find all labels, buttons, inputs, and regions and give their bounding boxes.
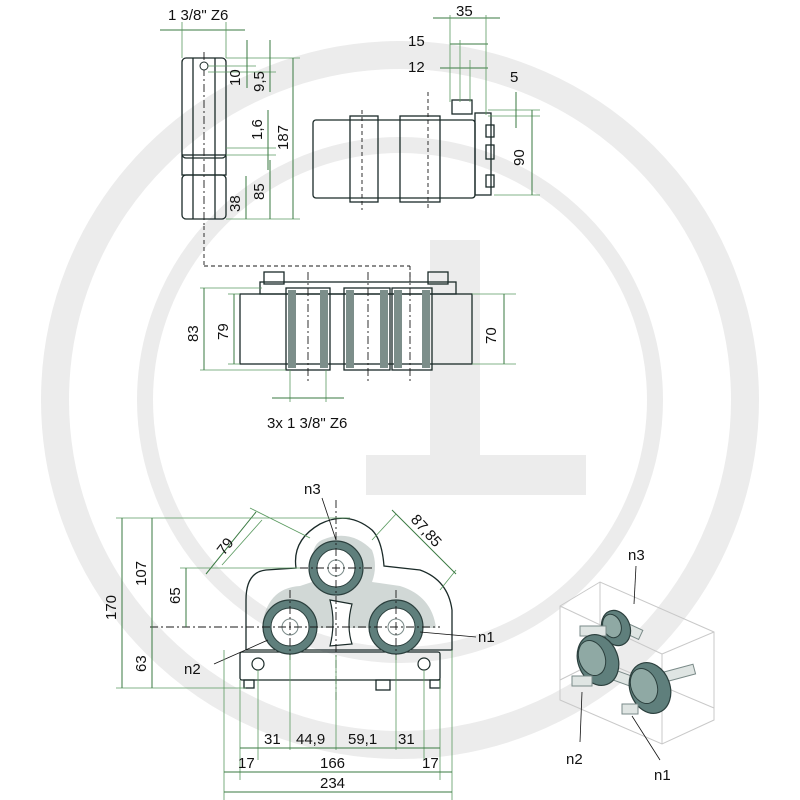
dim-31-right: 31: [398, 731, 415, 748]
label-n2-iso: n2: [566, 751, 583, 768]
dim-5: 5: [510, 69, 518, 86]
dim-17-left: 17: [238, 755, 255, 772]
dim-234: 234: [320, 775, 345, 792]
label-n3-iso: n3: [628, 547, 645, 564]
label-n1-iso: n1: [654, 767, 671, 784]
dim-38: 38: [227, 195, 244, 212]
dim-79: 79: [215, 323, 232, 340]
dim-63: 63: [133, 655, 150, 672]
side-view-housing: [312, 92, 495, 210]
dim-187: 187: [275, 125, 292, 150]
side-view-dimensions: 1 3/8" Z6 10 9,5 1,6 187 38 85: [160, 7, 300, 220]
dim-17-right: 17: [422, 755, 439, 772]
dim-31-left: 31: [264, 731, 281, 748]
iso-view: n3 n2 n1: [559, 547, 715, 784]
dim-10: 10: [227, 69, 244, 86]
dim-1-6: 1,6: [249, 119, 266, 140]
label-n1-front: n1: [478, 629, 495, 646]
shaft-spec-label: 3x 1 3/8" Z6: [267, 415, 347, 432]
housing-dimensions: 35 15 12 5 90: [408, 3, 540, 196]
dim-85: 85: [251, 183, 268, 200]
top-view-dimensions: 83 79 70 3x 1 3/8" Z6: [185, 287, 516, 432]
dim-107: 107: [133, 561, 150, 586]
label-n3-front: n3: [304, 481, 321, 498]
dim-59-1: 59,1: [348, 731, 377, 748]
dim-9-5: 9,5: [251, 71, 268, 92]
dim-170: 170: [103, 595, 120, 620]
dim-79-front: 79: [214, 535, 238, 559]
side-view-shaft: [181, 52, 227, 266]
dim-65: 65: [167, 587, 184, 604]
top-view-housing: [204, 265, 473, 382]
dim-70: 70: [483, 327, 500, 344]
label-n2-front: n2: [184, 661, 201, 678]
dim-44-9: 44,9: [296, 731, 325, 748]
dim-166: 166: [320, 755, 345, 772]
front-view-labels: n3 n1 n2: [184, 481, 495, 678]
dim-35: 35: [456, 3, 473, 20]
thread-label: 1 3/8" Z6: [168, 7, 228, 24]
dim-90: 90: [511, 149, 528, 166]
dim-12: 12: [408, 59, 425, 76]
dim-15: 15: [408, 33, 425, 50]
dim-83: 83: [185, 325, 202, 342]
